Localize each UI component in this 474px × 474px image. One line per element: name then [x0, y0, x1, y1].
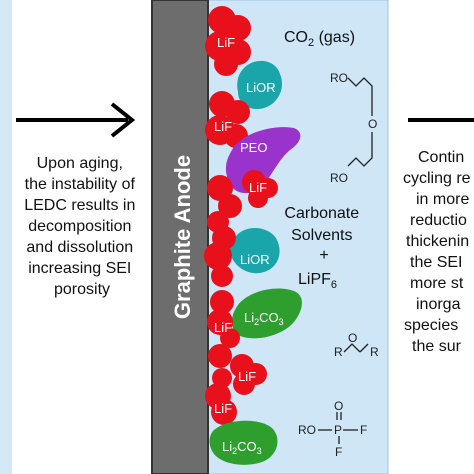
li2co3-blob-2	[209, 420, 278, 465]
phosphate-structure: RO P F O F	[298, 399, 367, 459]
lif-label-7: LiF	[238, 369, 256, 384]
lif-label-3: LiF	[249, 180, 267, 195]
left-arrow	[16, 102, 136, 138]
lif-cluster-3	[242, 170, 278, 208]
left-panel-edge	[0, 0, 12, 474]
solvents-label: Carbonate Solvents +	[284, 205, 363, 264]
svg-text:O: O	[368, 117, 377, 131]
left-description: Upon aging, the instability of LEDC resu…	[24, 155, 140, 298]
svg-text:RO: RO	[298, 423, 316, 437]
co2-gas-label: CO2 (gas)	[284, 29, 355, 49]
lif-cluster-1	[205, 6, 251, 76]
svg-text:O: O	[348, 331, 357, 345]
graphite-anode	[151, 0, 209, 474]
svg-text:P: P	[334, 423, 342, 437]
lior-blob-1	[237, 60, 283, 110]
svg-text:R: R	[334, 345, 343, 359]
lif-label-1: LiF	[217, 35, 235, 50]
lif-label-6: LiF	[214, 320, 232, 335]
peo-label: PEO	[240, 140, 267, 155]
svg-text:R: R	[370, 345, 379, 359]
svg-text:F: F	[335, 445, 342, 459]
svg-text:F: F	[360, 423, 367, 437]
lif-cluster-2	[205, 91, 250, 148]
lior-blob-2	[229, 227, 280, 274]
svg-text:RO: RO	[330, 171, 348, 185]
right-description: Contin cycling re in more reductio thick…	[403, 149, 474, 355]
li2co3-label-1: Li2CO3	[244, 310, 284, 327]
li2co3-label-2: Li2CO3	[222, 439, 262, 456]
li2co3-blob-1	[231, 288, 302, 339]
lior-label-1: LiOR	[246, 80, 276, 95]
lif-label-2: LiF	[214, 119, 232, 134]
lif-cluster-6	[207, 290, 240, 348]
ether-ror-structure: R O R	[334, 331, 379, 359]
anode-label: Graphite Anode	[170, 155, 195, 319]
svg-text:RO: RO	[330, 71, 348, 85]
lior-label-2: LiOR	[240, 252, 270, 267]
lipf6-label: LiPF6	[298, 271, 337, 291]
ether-chain-structure: RO O RO	[330, 71, 377, 185]
lif-cluster-8	[205, 344, 237, 425]
lif-cluster-5	[204, 226, 236, 287]
svg-text:O: O	[334, 399, 343, 413]
lif-cluster-7	[230, 354, 267, 395]
lif-label-8: LiF	[214, 401, 232, 416]
